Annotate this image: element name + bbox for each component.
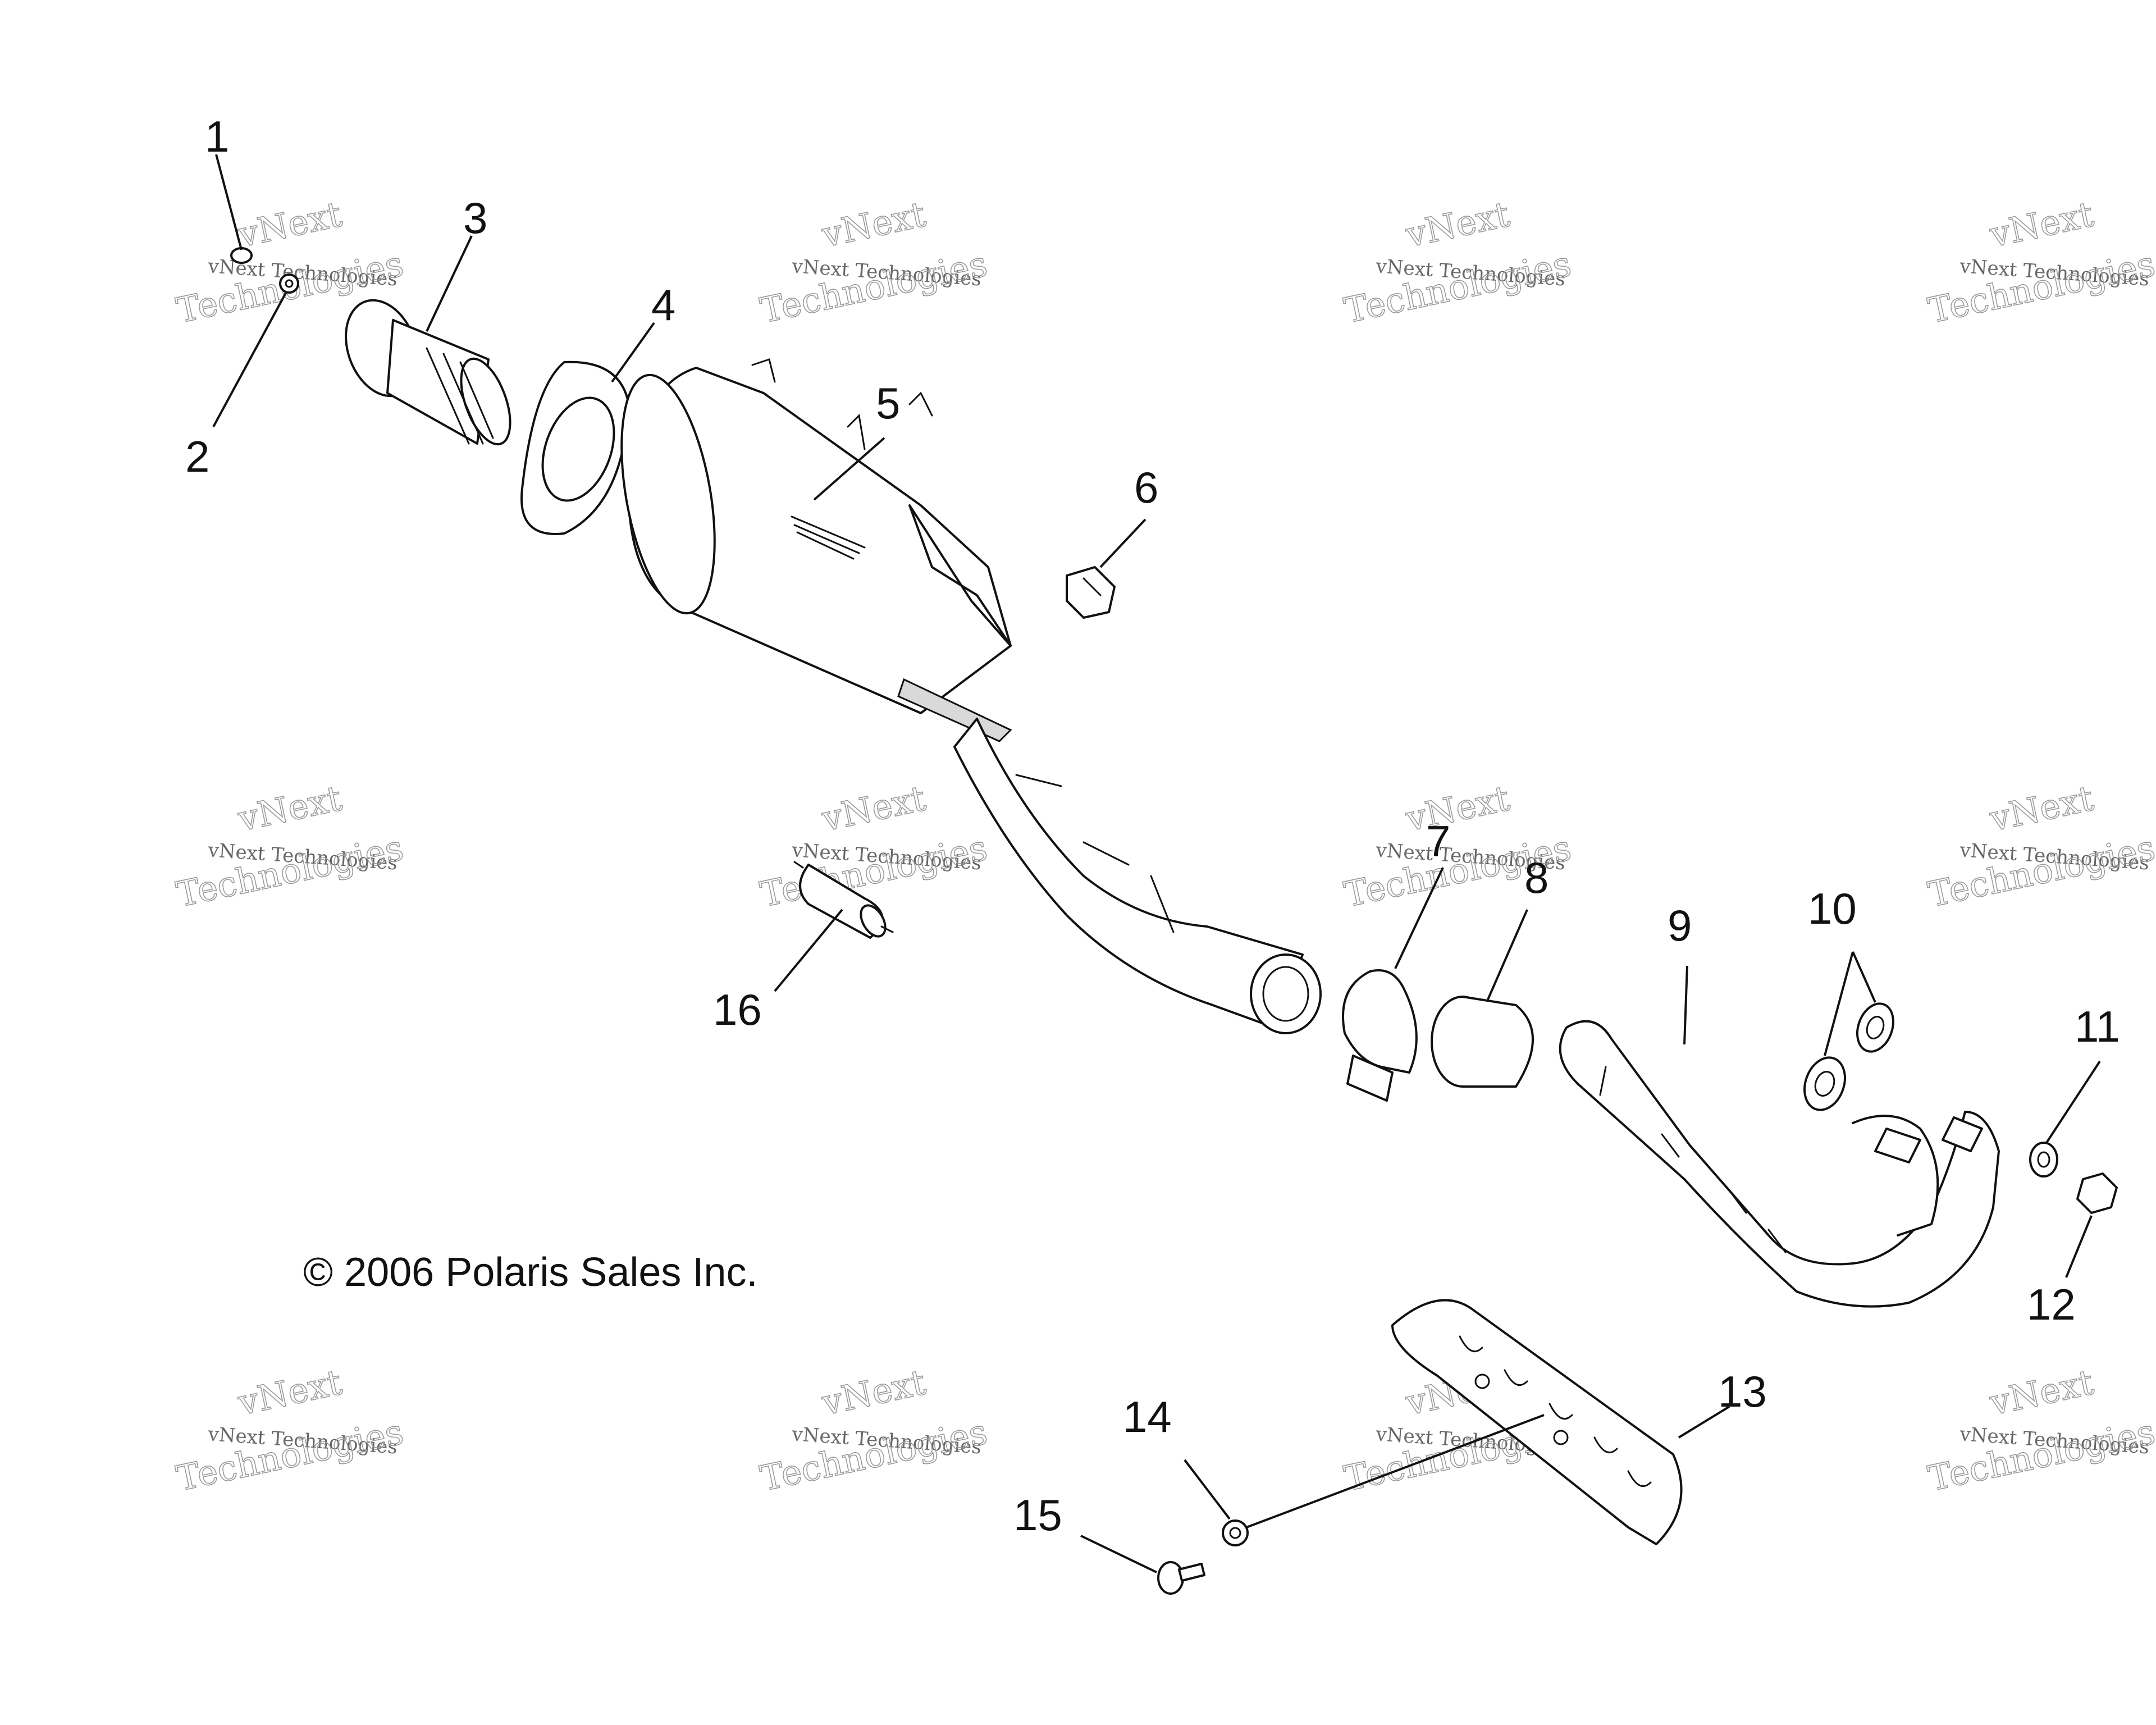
watermark-technologies: Technologies — [757, 243, 991, 331]
callout-5: 5 — [876, 378, 900, 428]
callout-15: 15 — [1013, 1490, 1062, 1540]
leader-lines — [212, 154, 2101, 1573]
part-2-washer — [279, 273, 299, 294]
callout-1: 1 — [205, 112, 229, 161]
part-10-gaskets — [1803, 1002, 1894, 1111]
part-6-nut — [1066, 566, 1116, 619]
watermark-vnext: vNext — [1402, 778, 1513, 839]
watermark-vnext: vNext — [1986, 778, 2097, 839]
part-9-header-pipe — [1559, 1020, 2000, 1308]
callout-16: 16 — [713, 985, 762, 1034]
watermark-technologies: Technologies — [1341, 243, 1575, 331]
watermark-technologies: Technologies — [757, 1411, 991, 1499]
part-12-nut — [2076, 1172, 2118, 1214]
callout-9: 9 — [1668, 901, 1692, 950]
watermark-vnext: vNext — [1986, 194, 2097, 255]
callout-14: 14 — [1123, 1392, 1172, 1441]
muffler-label-text — [791, 515, 866, 560]
watermark-technologies: Technologies — [1925, 1411, 2156, 1499]
watermark-vnext: vNext — [1402, 194, 1513, 255]
watermark-vnext: vNext — [234, 194, 345, 255]
watermark-technologies: Technologies — [1925, 243, 2156, 331]
watermark-technologies: Technologies — [173, 827, 407, 915]
part-5-muffler — [620, 358, 1322, 1034]
part-4-gasket — [520, 360, 630, 535]
watermark-vnext: vNext — [1986, 1362, 2097, 1423]
part-7-clamp — [1342, 969, 1418, 1102]
callout-3: 3 — [463, 193, 487, 243]
watermark-technologies: Technologies — [757, 827, 991, 915]
callout-8: 8 — [1524, 853, 1549, 902]
copyright-notice: © 2006 Polaris Sales Inc. — [303, 1250, 757, 1295]
watermark-vnext: vNext — [234, 1362, 345, 1423]
callout-12: 12 — [2027, 1280, 2076, 1329]
callout-13: 13 — [1718, 1367, 1767, 1416]
part-14-star-washer — [1222, 1519, 1249, 1546]
watermark-vnext: vNext — [818, 778, 929, 839]
part-13-heat-shield — [1391, 1299, 1683, 1545]
callout-labels: 1 2 3 4 5 6 7 8 9 10 11 12 13 14 15 16 — [185, 112, 2120, 1540]
part-3-spark-arrestor — [345, 299, 511, 446]
watermark-technologies: Technologies — [1925, 827, 2156, 915]
callout-11: 11 — [2075, 1002, 2120, 1051]
callout-6: 6 — [1134, 463, 1158, 512]
watermark-vnext: vNext — [818, 1362, 929, 1423]
callout-10: 10 — [1808, 884, 1857, 933]
part-11-washer — [2029, 1142, 2058, 1178]
part-15-bolt — [1157, 1561, 1205, 1595]
callout-7: 7 — [1426, 816, 1450, 866]
part-8-sleeve — [1431, 996, 1534, 1088]
callout-2: 2 — [185, 432, 209, 481]
part-16-spring — [793, 861, 894, 939]
callout-4: 4 — [651, 280, 675, 330]
watermark-technologies: Technologies — [173, 1411, 407, 1499]
part-1-screw — [230, 247, 253, 264]
watermark-vnext: vNext — [818, 194, 929, 255]
watermark-vnext: vNext — [234, 778, 345, 839]
